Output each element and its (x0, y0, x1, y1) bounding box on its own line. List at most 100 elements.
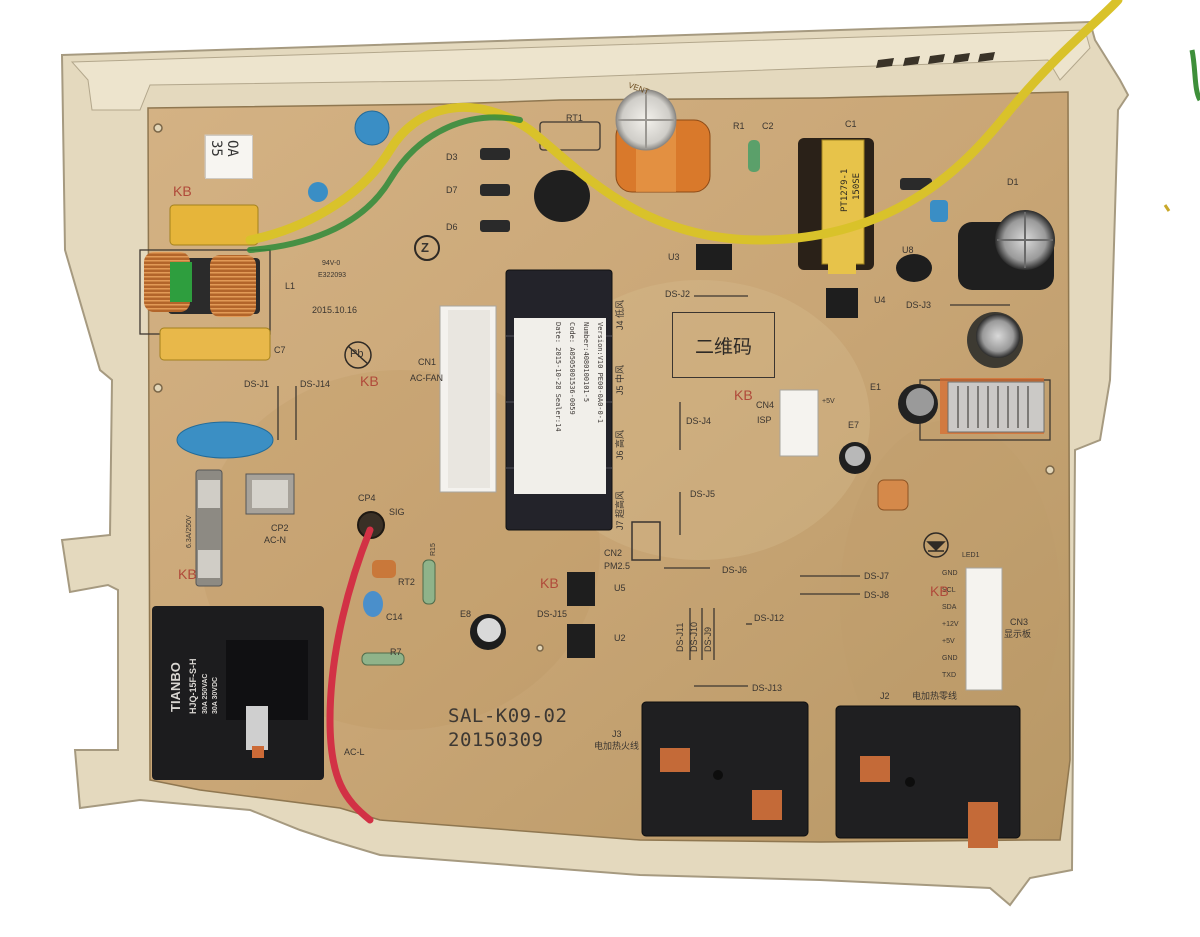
cn3-pin: SCL (942, 587, 956, 594)
label-isp: ISP (757, 415, 772, 425)
electrolytic-black-1 (958, 210, 1055, 290)
label-rt2: RT2 (398, 577, 415, 587)
label-c2: C2 (762, 121, 774, 131)
label-plus5v: +5V (822, 398, 835, 405)
label-ds-j2: DS-J2 (665, 289, 691, 299)
x-capacitor-top (169, 204, 259, 246)
z-marker (414, 235, 440, 261)
label-ac-n: AC-N (264, 535, 286, 545)
rim-ribs (876, 52, 995, 68)
cn3-pin: +5V (942, 638, 955, 645)
label-u3: U3 (668, 252, 680, 262)
rectifier-bridge (534, 170, 590, 222)
label-j2-desc: 电加热零线 (912, 691, 958, 701)
label-ds-j13: DS-J13 (752, 683, 783, 693)
relay-brand: TIANBO (168, 662, 183, 712)
label-j3: J3 (612, 729, 622, 739)
heater-relay-j3 (641, 701, 809, 837)
cn3-pin: +12V (942, 621, 959, 628)
label-rt1: RT1 (566, 113, 583, 123)
ic-u4 (826, 288, 858, 318)
board-date: 20150309 (448, 729, 544, 751)
label-j4: J4 低风 (615, 299, 625, 330)
sticker-line-2: Number:4080100101-5 (582, 322, 590, 403)
label-ul-mark: 94V-0 (322, 260, 341, 267)
relay-rating-2: 30A 30VDC (212, 676, 219, 714)
inductor-l1 (144, 252, 260, 317)
sticker-line-4: Date: 2015-10-28 Sealer:14 (554, 322, 562, 432)
y-capacitor-4 (363, 591, 383, 617)
label-cn2: CN2 (604, 548, 623, 558)
label-ds-j5: DS-J5 (690, 489, 716, 499)
label-j7: J7 超高风 (615, 490, 625, 530)
label-j3-desc: 电加热火线 (594, 741, 640, 751)
label-ac-fan: AC-FAN (410, 373, 444, 383)
label-ds-j3: DS-J3 (906, 300, 932, 310)
green-wire-right (1189, 49, 1200, 102)
label-ds-j4: DS-J4 (686, 416, 712, 426)
label-cn3: CN3 (1010, 617, 1029, 627)
kb-marker: KB (360, 373, 379, 389)
label-d1: D1 (1007, 177, 1019, 187)
kb-marker: KB (734, 387, 753, 403)
label-r1: R1 (733, 121, 745, 131)
label-fuse: 6.3A/250V (186, 515, 193, 548)
transformer-label: PT1279-1 (840, 168, 850, 212)
label-d6: D6 (446, 222, 458, 232)
switching-transformer (798, 138, 874, 274)
terminal-cp2 (245, 473, 295, 515)
label-ds-j1: DS-J1 (244, 379, 270, 389)
label-c1: C1 (845, 119, 857, 129)
kb-marker: KB (173, 183, 192, 199)
resistors (361, 140, 760, 666)
connector-cn4 (779, 389, 819, 457)
cn3-pin: TXD (942, 672, 956, 679)
label-l1: L1 (285, 281, 296, 291)
connector-cn3 (965, 567, 1003, 691)
pb-marker (344, 341, 372, 369)
product-label-sticker (514, 318, 606, 494)
sticker-version: OA (224, 140, 240, 157)
fuse-holder (195, 469, 223, 587)
connector-cn2 (631, 521, 661, 561)
qr-code-area: 二维码 (672, 312, 775, 378)
red-wire (326, 526, 374, 824)
label-ds-j15: DS-J15 (537, 609, 568, 619)
label-ds-j11: DS-J11 (675, 622, 685, 652)
sticker-line-3: Code: A0505001536-0059 (568, 322, 576, 415)
led-symbol (923, 532, 949, 558)
electrolytic-e8 (470, 614, 506, 650)
heater-relay-j2 (835, 705, 1021, 848)
diodes (480, 148, 932, 232)
label-c14: C14 (386, 612, 403, 622)
label-led1: LED1 (962, 552, 980, 559)
version-sticker-label: OA 35 (205, 135, 253, 179)
label-ds-j8: DS-J8 (864, 590, 890, 600)
x-capacitor-bottom (159, 327, 271, 361)
kb-marker: KB (540, 575, 559, 591)
label-u8: U8 (902, 245, 914, 255)
label-ds-j6: DS-J6 (722, 565, 748, 575)
cn3-pin: GND (942, 655, 958, 662)
power-relay (152, 606, 324, 780)
label-ds-j14: DS-J14 (300, 379, 331, 389)
electrolytic-orange (615, 89, 711, 193)
label-ds-j9: DS-J9 (703, 626, 713, 652)
cn3-pin: GND (942, 570, 958, 577)
label-u2: U2 (614, 633, 626, 643)
label-e1: E1 (870, 382, 882, 392)
label-d3: D3 (446, 152, 458, 162)
label-c7: C7 (274, 345, 286, 355)
label-u5: U5 (614, 583, 626, 593)
housing-rim (70, 29, 1091, 111)
ic-u3 (696, 244, 732, 270)
sticker-number: 35 (208, 140, 224, 157)
cn3-pin: SDA (942, 604, 957, 611)
label-cp4: CP4 (358, 493, 376, 503)
relay-model: HJQ-15F-S-H (188, 658, 198, 714)
electrolytic-black-2 (967, 312, 1023, 368)
orange-component (877, 479, 909, 511)
label-cn1: CN1 (418, 357, 437, 367)
label-manufacture-date: 2015.10.16 (312, 305, 358, 315)
